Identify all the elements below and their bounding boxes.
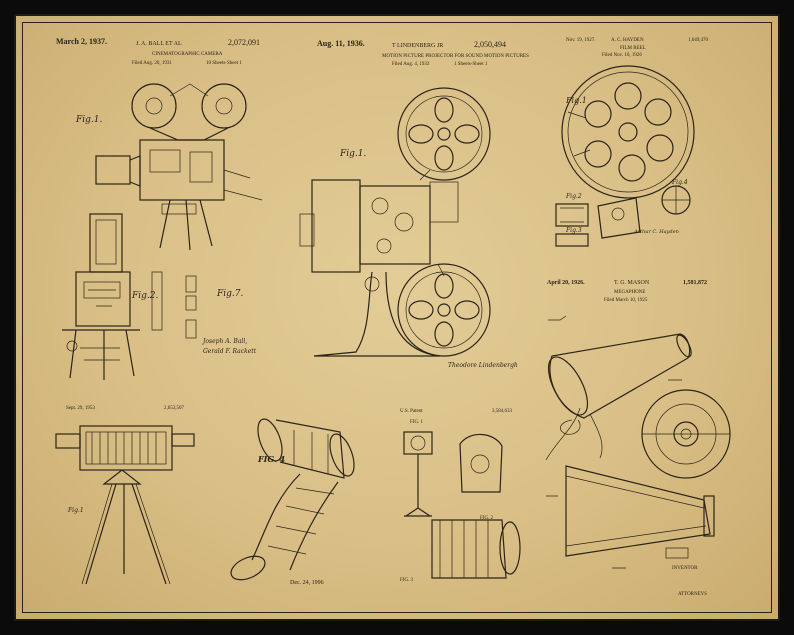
lamp-fig-3-label: FIG. 3 [400, 578, 414, 583]
reel-patent-filed: Filed Nov. 10, 1926 [602, 53, 642, 58]
camera-fig-b-label: Fig.2. [132, 291, 159, 301]
tripod-patent-number: 2,653,507 [164, 406, 184, 411]
reel-fig-4-label: Fig.4 [672, 179, 688, 186]
projector-patent-filed: Filed Aug. 4, 1933 [392, 62, 430, 67]
megaphone-patent-number: 1,581,872 [683, 280, 707, 286]
camera-patent-filed: Filed Aug. 20, 1931 [132, 61, 172, 66]
megaphone-attorneys-label: ATTORNEYS [678, 592, 708, 597]
projector-drawing [299, 87, 491, 357]
reel-fig-2-label: Fig.2 [566, 193, 582, 200]
camera-drawing [95, 83, 263, 251]
camera-signature-1: Joseph A. Ball, [203, 338, 248, 345]
camera-side-view-drawing [62, 213, 197, 380]
stage-lamp-drawing [403, 431, 521, 579]
megaphone-drawing [545, 315, 731, 569]
lamp-fig-1-label: FIG. 1 [410, 420, 424, 425]
film-strip-drawing [230, 418, 355, 581]
projector-fig-label: Fig.1. [340, 149, 367, 159]
camera-fig-c-label: Fig.7. [217, 289, 244, 299]
tripod-patent-date: Sept. 29, 1953 [66, 406, 95, 411]
reel-fig-3-label: Fig.3 [566, 227, 582, 234]
lamp-patent-number: 3,584,633 [492, 409, 512, 414]
reel-patent-date: Nov. 19, 1927. [566, 38, 596, 43]
camera-patent-sheets: 10 Sheets-Sheet 1 [206, 61, 242, 66]
lamp-patent-header: U.S. Patent [400, 409, 423, 414]
tripod-camera-drawing [55, 425, 195, 585]
projector-patent-sheets: 1 Sheets-Sheet 1 [454, 62, 488, 67]
reel-patent-number: 1,649,470 [688, 38, 708, 43]
camera-patent-inventor: J. A. BALL ET AL [136, 41, 182, 47]
camera-patent-title: CINEMATOGRAPHIC CAMERA [152, 52, 223, 57]
camera-patent-date: March 2, 1937. [56, 37, 107, 46]
projector-patent-date: Aug. 11, 1936. [317, 39, 365, 48]
projector-patent-number: 2,050,494 [474, 40, 506, 49]
projector-signature: Theodore Lindenbergh [448, 362, 518, 369]
megaphone-patent-title: MEGAPHONE [614, 290, 646, 295]
camera-signature-2: Gerald F. Rackett [203, 348, 257, 355]
camera-fig-a-label: Fig.1. [76, 115, 103, 125]
megaphone-patent-date: April 20, 1926. [547, 280, 585, 286]
patent-poster [14, 14, 780, 621]
reel-patent-title: FILM REEL [620, 46, 646, 51]
tripod-fig-label: Fig.1 [68, 507, 84, 514]
projector-patent-title: MOTION PICTURE PROJECTOR FOR SOUND MOTIO… [382, 54, 529, 59]
lamp-fig-2-label: FIG. 2 [480, 516, 494, 521]
film-patent-date: Dec. 24, 1996 [290, 580, 324, 586]
reel-fig-1-label: Fig.1 [566, 96, 587, 105]
megaphone-patent-filed: Filed March 10, 1925 [604, 298, 648, 303]
megaphone-inventor-label: INVENTOR [672, 566, 698, 571]
reel-patent-inventor: A. C. HAYDEN [611, 38, 644, 43]
camera-patent-number: 2,072,091 [228, 38, 260, 47]
reel-signature: Arthur C. Hayden [634, 229, 679, 235]
inner-border [22, 22, 772, 613]
projector-patent-inventor: T LINDENBERG JR [392, 43, 444, 49]
megaphone-patent-inventor: T. G. MASON [614, 280, 650, 286]
film-reel-drawing [555, 65, 695, 247]
